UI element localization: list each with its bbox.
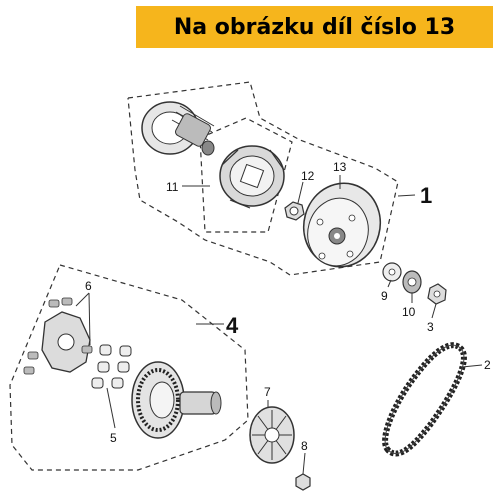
clutch-bell-part-13 [302, 182, 382, 268]
leader-lines [75, 175, 483, 475]
callout-6: 6 [85, 279, 92, 293]
variator-rollers-part [91, 344, 132, 389]
clutch-spring-part [141, 101, 215, 156]
ramp-plate-part [23, 297, 93, 375]
fan-pulley-part-7 [249, 406, 295, 464]
callout-3: 3 [427, 320, 434, 334]
callout-1: 1 [420, 183, 432, 208]
callout-13: 13 [333, 160, 347, 174]
title-banner: Na obrázku díl číslo 13 [136, 6, 493, 48]
callout-11: 11 [166, 180, 179, 194]
washer-part-9 [382, 262, 402, 282]
callout-7: 7 [264, 385, 271, 399]
drive-belt-part [382, 342, 467, 457]
callout-8: 8 [301, 439, 308, 453]
callout-2: 2 [484, 358, 491, 372]
banner-title: Na obrázku díl číslo 13 [173, 14, 456, 40]
variator-pulley-part [131, 361, 222, 439]
bearing-part-10 [402, 270, 422, 294]
nut-part-8 [295, 473, 311, 491]
callout-4: 4 [226, 313, 239, 338]
clutch-shoes-part [219, 145, 285, 209]
lower-group-outline [9, 264, 249, 471]
nut-part-12 [284, 201, 305, 221]
callout-12: 12 [301, 169, 315, 183]
callout-10: 10 [402, 305, 416, 319]
callout-9: 9 [381, 289, 388, 303]
nut-part-3 [427, 283, 447, 305]
callout-5: 5 [110, 431, 117, 445]
